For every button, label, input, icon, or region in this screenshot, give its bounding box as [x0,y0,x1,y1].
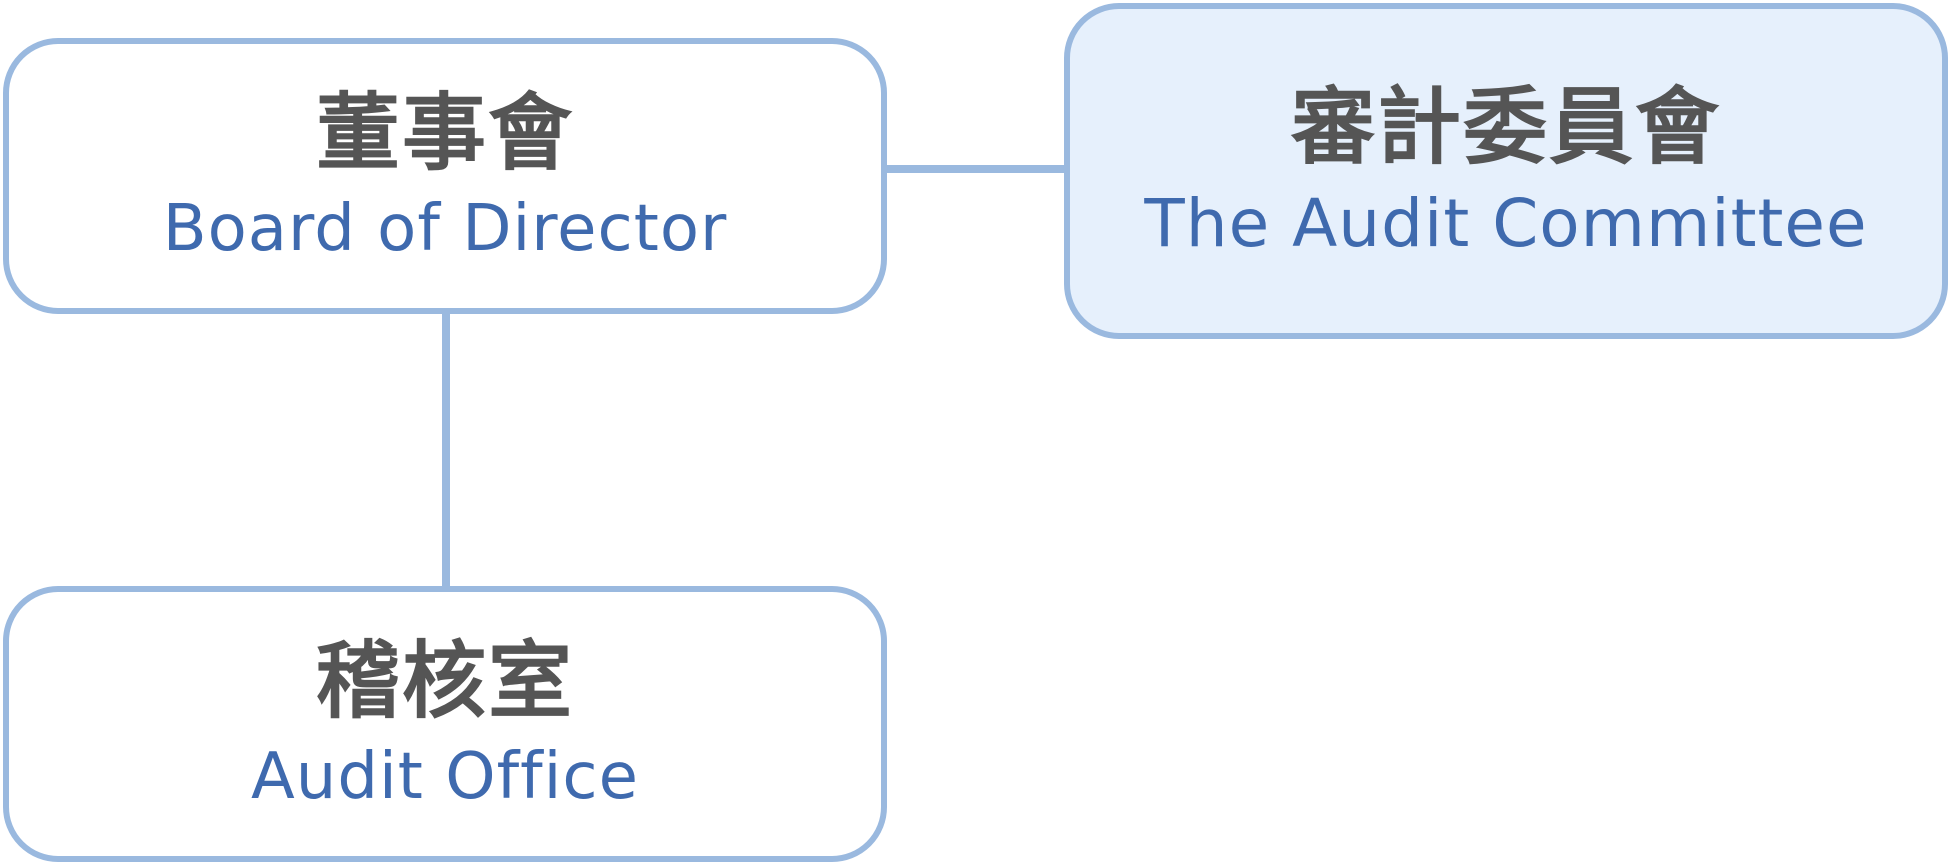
node-title-zh: 董事會 [315,84,574,182]
node-title-en: Audit Office [251,740,639,814]
node-title-en: The Audit Committee [1144,185,1868,262]
node-title-en: Board of Director [162,192,728,266]
node-audit-office: 稽核室 Audit Office [3,586,887,862]
connector-board-to-audit-office [442,314,450,586]
connector-board-to-audit-committee [885,165,1065,173]
node-title-zh: 稽核室 [315,632,574,730]
node-title-zh: 審計委員會 [1290,78,1721,176]
node-audit-committee: 審計委員會 The Audit Committee [1064,3,1948,339]
node-board-of-director: 董事會 Board of Director [3,38,887,314]
